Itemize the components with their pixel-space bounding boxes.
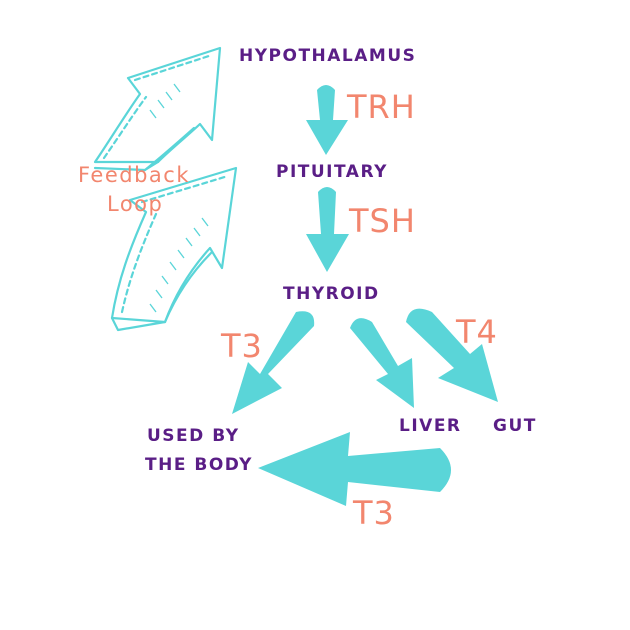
used-by-body-label-line2: THE BODY (145, 455, 253, 475)
liver-arrow-icon (350, 318, 414, 408)
upper-feedback-arrow-icon (93, 46, 222, 164)
gut-label: GUT (493, 416, 537, 436)
t4-label: T4 (456, 313, 498, 351)
trh-arrow-icon (306, 85, 348, 155)
thyroid-label: THYROID (283, 284, 380, 304)
pituitary-label: PITUITARY (276, 162, 388, 182)
t3-bottom-label: T3 (353, 494, 395, 532)
tsh-label: TSH (349, 202, 416, 240)
hypothalamus-label: HYPOTHALAMUS (239, 46, 417, 66)
used-by-body-label-line1: USED BY (147, 426, 240, 446)
trh-label: TRH (347, 88, 416, 126)
feedback-label-line2: Loop (107, 192, 164, 216)
feedback-label-line1: Feedback (78, 163, 191, 187)
t3-bottom-arrow-icon (258, 432, 451, 506)
t3-left-label: T3 (221, 327, 263, 365)
liver-label: LIVER (399, 416, 462, 436)
t3-left-arrow-icon (232, 311, 315, 414)
t4-arrow-icon (406, 308, 498, 402)
tsh-arrow-icon (306, 187, 349, 272)
lower-feedback-arrow-icon (110, 166, 238, 324)
